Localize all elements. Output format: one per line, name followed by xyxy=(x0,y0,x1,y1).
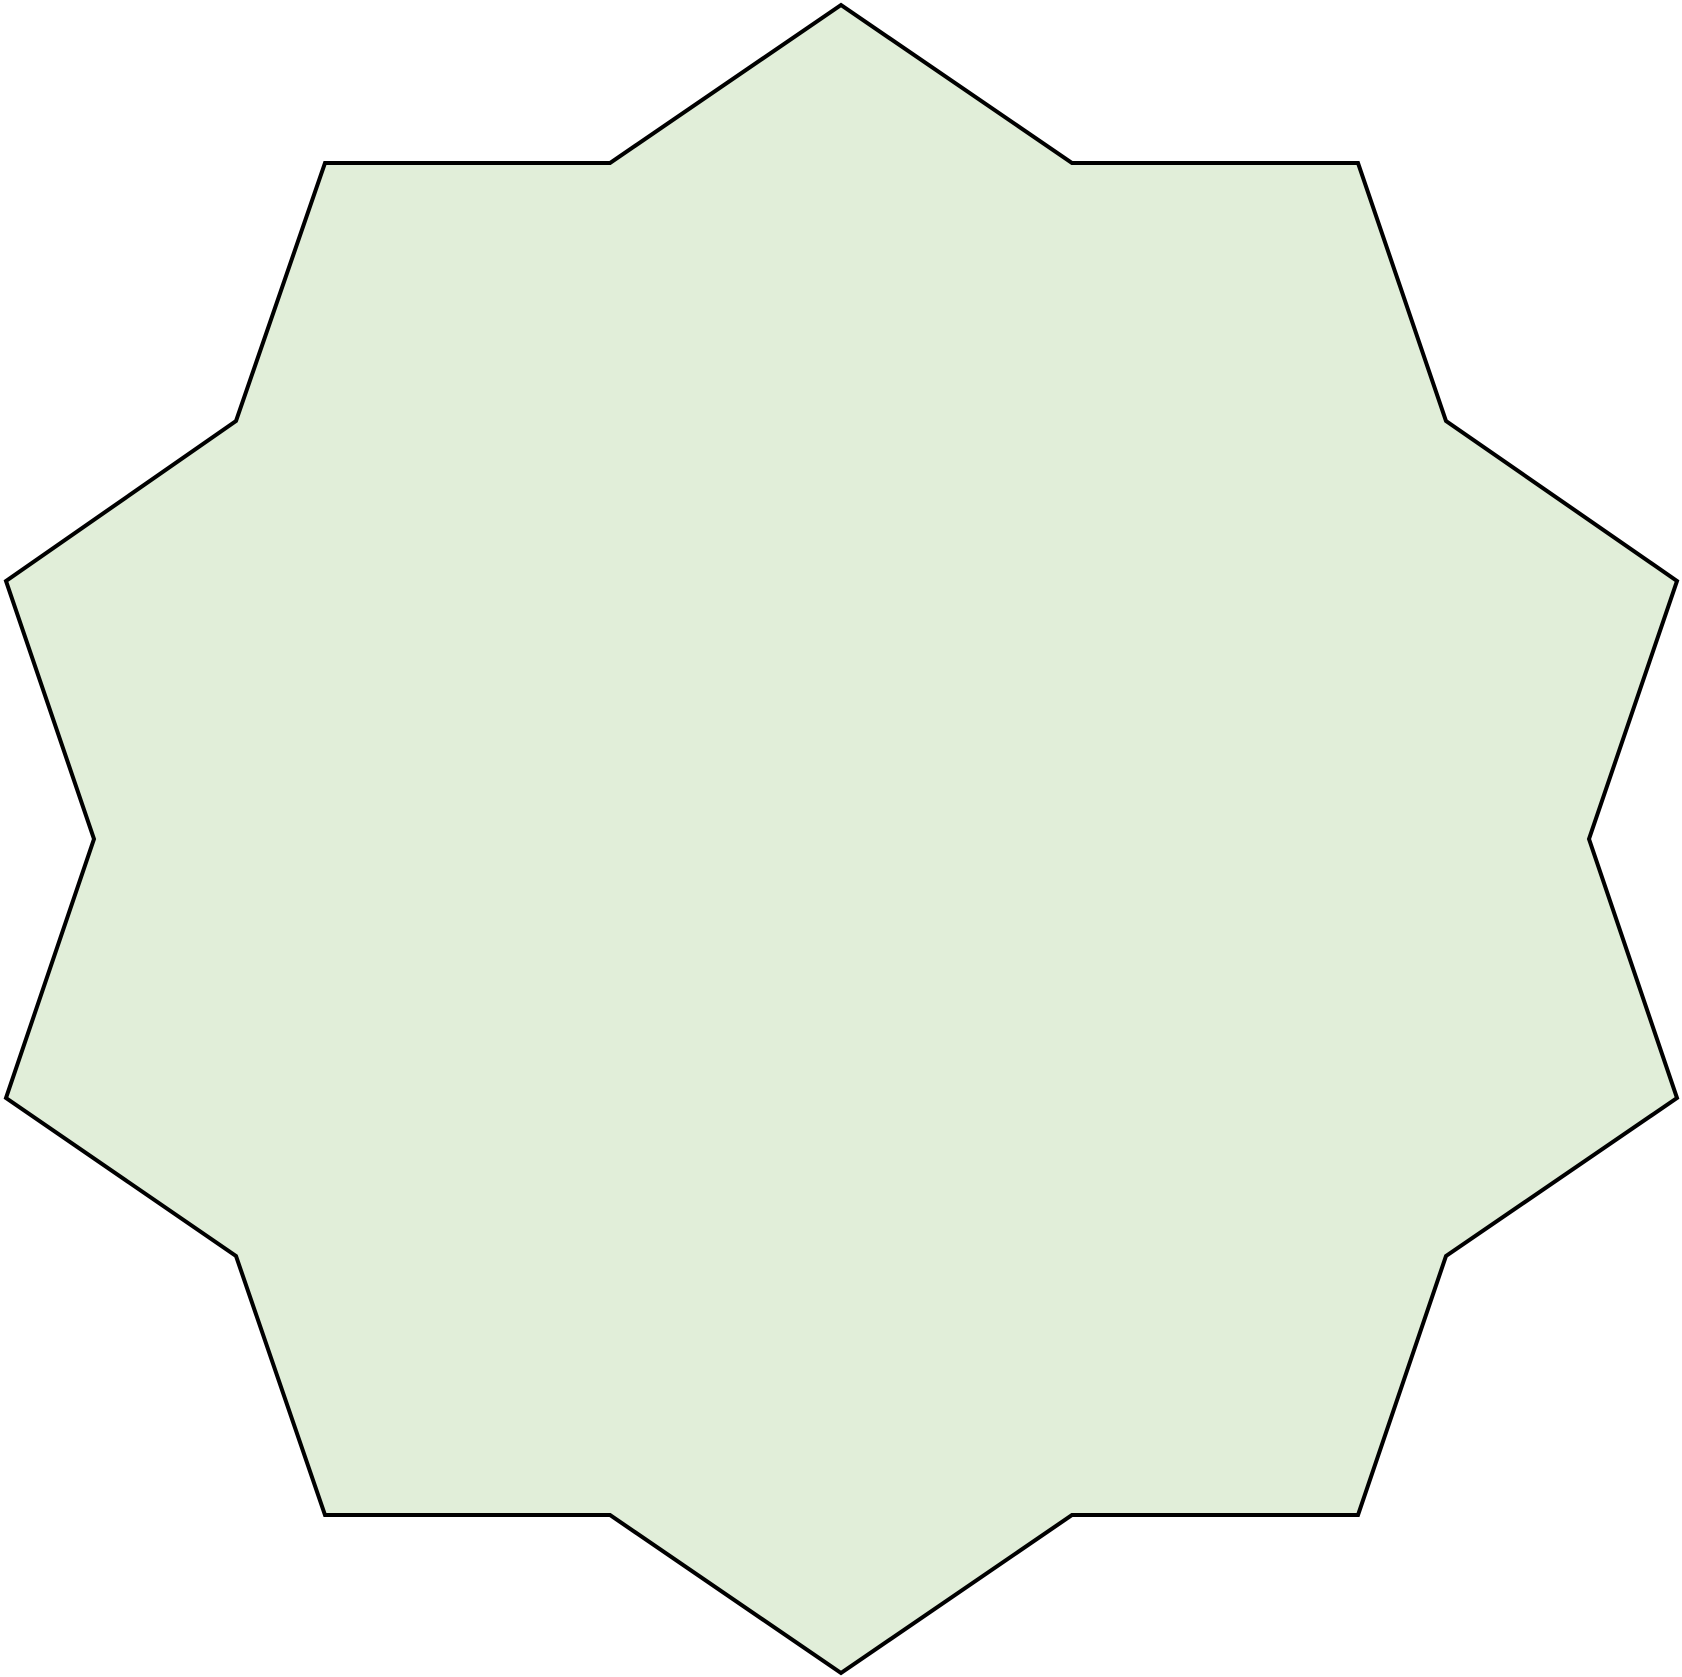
star-shape xyxy=(3,2,1680,1676)
